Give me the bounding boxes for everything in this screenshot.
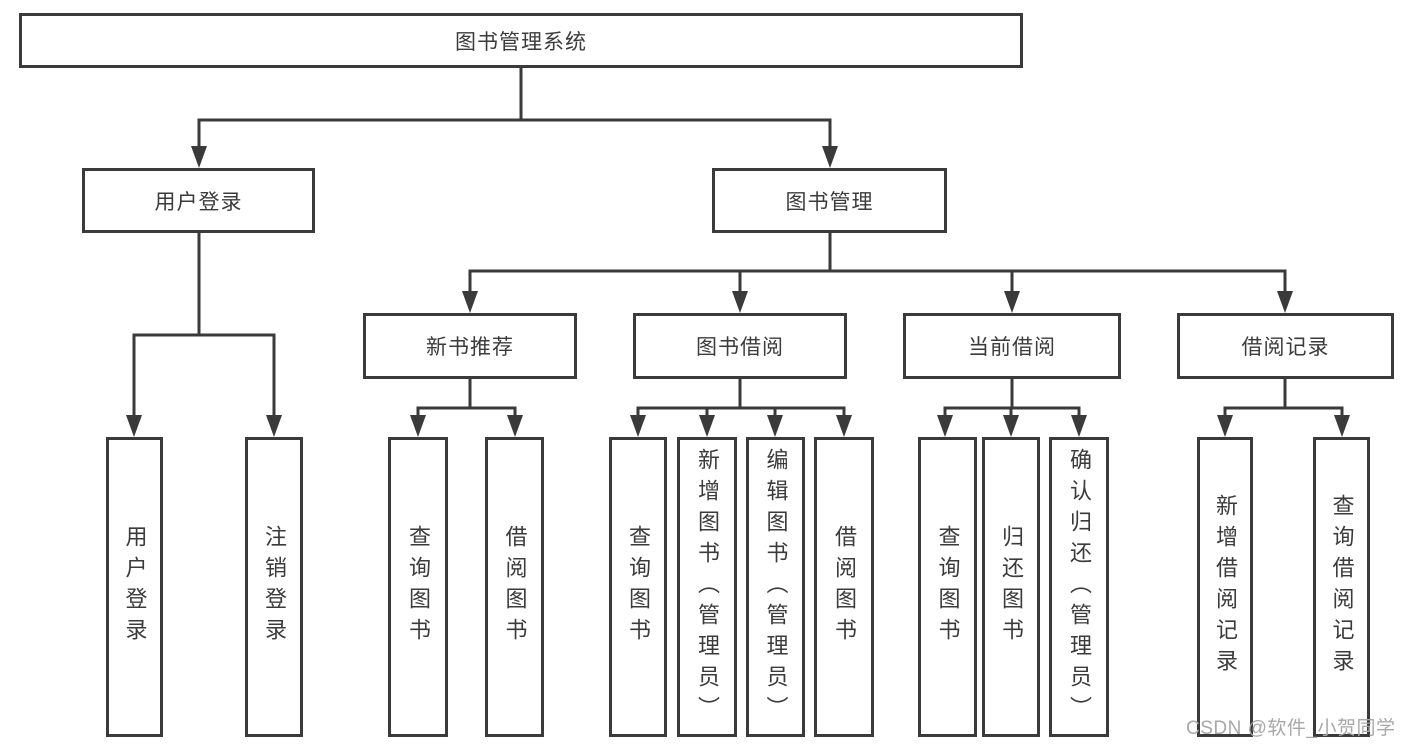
leaf-edit-books-admin: 编辑图书（管理员）: [746, 437, 805, 737]
leaf-borrow-books: 借阅图书: [814, 437, 874, 737]
csdn-watermark: CSDN @软件_小贺同学: [1186, 718, 1396, 739]
leaf-label: 新增图书（管理员）: [695, 447, 720, 727]
leaf-label: 借阅图书: [502, 525, 528, 649]
leaf-user-login: 用户登录: [106, 437, 163, 737]
leaf-query-borrow-record: 查询借阅记录: [1313, 437, 1370, 737]
leaf-add-books-admin: 新增图书（管理员）: [677, 437, 737, 737]
leaf-borrow-books-recommend: 借阅图书: [485, 437, 544, 737]
node-label: 图书管理系统: [455, 30, 587, 54]
leaf-label: 用户登录: [122, 525, 148, 649]
leaf-label: 查询借阅记录: [1329, 494, 1355, 680]
node-current-borrow: 当前借阅: [903, 313, 1121, 379]
leaf-label: 注销登录: [262, 525, 287, 649]
connector-book-mgmt-to-level3: [462, 231, 1293, 313]
leaf-label: 归还图书: [999, 525, 1024, 649]
connector-root-to-level2: [191, 66, 838, 168]
node-label: 图书借阅: [696, 336, 784, 359]
leaf-label: 查询图书: [406, 525, 431, 649]
connector-new-book-children: [410, 377, 523, 437]
node-label: 用户登录: [154, 190, 243, 214]
node-label: 当前借阅: [968, 336, 1056, 359]
node-label: 借阅记录: [1241, 336, 1330, 359]
node-book-management: 图书管理: [712, 168, 947, 233]
node-label: 新书推荐: [426, 336, 514, 359]
connector-book-borrow-children: [630, 377, 852, 437]
leaf-query-books-current: 查询图书: [918, 437, 977, 737]
leaf-return-books: 归还图书: [982, 437, 1040, 737]
leaf-label: 编辑图书（管理员）: [763, 447, 789, 727]
leaf-label: 查询图书: [935, 525, 961, 649]
node-user-login: 用户登录: [82, 168, 315, 233]
node-book-borrow: 图书借阅: [633, 313, 847, 379]
connector-user-login-children: [126, 231, 282, 437]
leaf-confirm-return-admin: 确认归还（管理员）: [1049, 437, 1109, 737]
leaf-label: 借阅图书: [832, 525, 857, 649]
leaf-query-books-recommend: 查询图书: [388, 437, 448, 737]
leaf-label: 查询图书: [626, 525, 651, 649]
node-root-system: 图书管理系统: [19, 13, 1023, 68]
node-label: 图书管理: [785, 190, 874, 214]
leaf-logout: 注销登录: [245, 437, 303, 737]
connector-borrow-records-children: [1217, 377, 1350, 437]
leaf-query-books-borrow: 查询图书: [609, 437, 667, 737]
connector-current-borrow-children: [937, 377, 1087, 437]
leaf-label: 确认归还（管理员）: [1067, 447, 1092, 727]
node-new-book-recommend: 新书推荐: [363, 313, 577, 379]
leaf-label: 新增借阅记录: [1213, 494, 1238, 680]
node-borrow-records: 借阅记录: [1177, 313, 1394, 379]
leaf-add-borrow-record: 新增借阅记录: [1197, 437, 1253, 737]
